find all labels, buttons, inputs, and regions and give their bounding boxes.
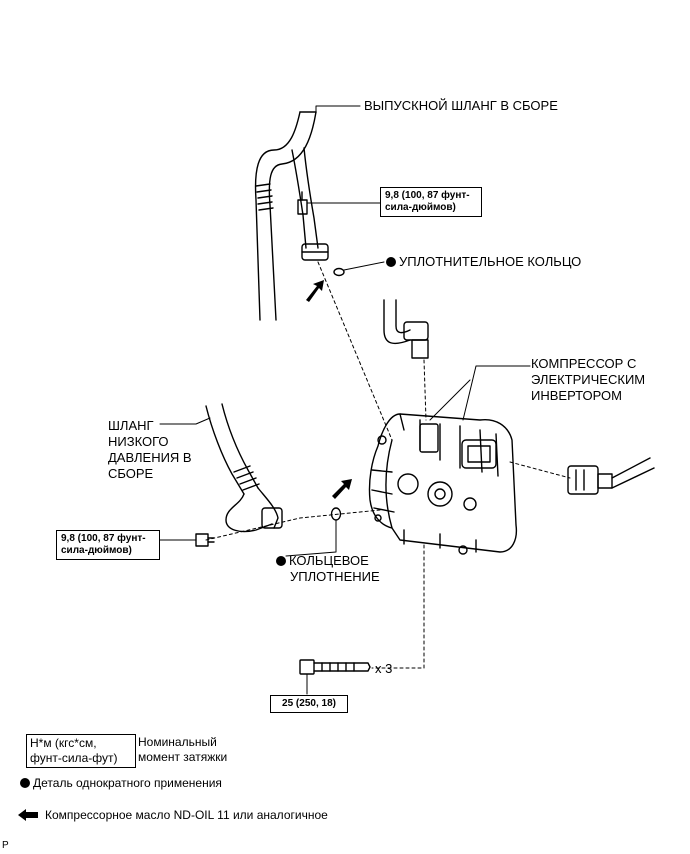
o-ring-top-text: УПЛОТНИТЕЛЬНОЕ КОЛЬЦО	[399, 254, 582, 269]
discharge-hose	[254, 111, 329, 321]
suction-bolt	[159, 533, 215, 547]
compressor-label: КОМПРЕССОР С ЭЛЕКТРИЧЕСКИМ ИНВЕРТОРОМ	[531, 356, 645, 404]
discharge-hose-label: ВЫПУСКНОЙ ШЛАНГ В СБОРЕ	[364, 98, 558, 113]
legend-unit-line1: Н*м (кгс*см,	[30, 736, 97, 750]
suction-label-line3: ДАВЛЕНИЯ В	[108, 450, 192, 465]
corner-mark: P	[2, 840, 9, 851]
legend-unit-box: Н*м (кгс*см, фунт-сила-фут)	[26, 734, 136, 768]
compressor-body	[368, 379, 518, 555]
legend-unit-desc-line2: момент затяжки	[138, 750, 228, 764]
inverter-connector	[567, 457, 655, 495]
torque-box-bolt: 25 (250, 18)	[270, 695, 348, 713]
suction-hose	[205, 403, 283, 533]
non-reusable-dot-icon	[276, 556, 286, 566]
o-ring-top-label: УПЛОТНИТЕЛЬНОЕ КОЛЬЦО	[386, 254, 581, 270]
suction-label-line2: НИЗКОГО	[108, 434, 169, 449]
oil-arrow-icon	[306, 280, 352, 499]
torque-top-line1: 9,8 (100, 87 фунт-	[385, 190, 470, 201]
legend-unit-description: Номинальный момент затяжки	[138, 735, 227, 765]
torque-box-left: 9,8 (100, 87 фунт- сила-дюймов)	[56, 530, 160, 560]
o-ring-bottom-line1: КОЛЬЦЕВОЕ	[289, 553, 369, 568]
legend-oil-arrow-icon	[18, 809, 38, 821]
legend-unit-desc-line1: Номинальный	[138, 735, 217, 749]
discharge-bolt	[297, 191, 308, 215]
legend-non-reusable: Деталь однократного применения	[20, 776, 222, 791]
mounting-bolt	[299, 659, 371, 695]
suction-label-line1: ШЛАНГ	[108, 418, 154, 433]
compressor-label-line3: ИНВЕРТОРОМ	[531, 388, 622, 403]
legend-unit-line2: фунт-сила-фут)	[30, 751, 118, 765]
torque-left-line2: сила-дюймов)	[61, 545, 132, 556]
compressor-label-line1: КОМПРЕССОР С	[531, 356, 637, 371]
suction-hose-label: ШЛАНГ НИЗКОГО ДАВЛЕНИЯ В СБОРЕ	[108, 418, 192, 482]
torque-left-line1: 9,8 (100, 87 фунт-	[61, 533, 146, 544]
suction-label-line4: СБОРЕ	[108, 466, 154, 481]
legend-oil-text: Компрессорное масло ND-OIL 11 или аналог…	[45, 808, 328, 822]
torque-bolt-value: 25 (250, 18)	[282, 698, 336, 709]
torque-box-top: 9,8 (100, 87 фунт- сила-дюймов)	[380, 187, 482, 217]
non-reusable-dot-icon	[386, 257, 396, 267]
legend-non-reusable-text: Деталь однократного применения	[33, 776, 222, 790]
torque-top-line2: сила-дюймов)	[385, 202, 456, 213]
legend-dot-icon	[20, 778, 30, 788]
bolt-quantity: x 3	[375, 661, 393, 676]
compressor-suction-pipe	[383, 299, 429, 359]
compressor-label-line2: ЭЛЕКТРИЧЕСКИМ	[531, 372, 646, 387]
o-ring-bottom-label: КОЛЬЦЕВОЕ УПЛОТНЕНИЕ	[276, 553, 380, 585]
o-ring-bottom-line2: УПЛОТНЕНИЕ	[290, 569, 380, 584]
